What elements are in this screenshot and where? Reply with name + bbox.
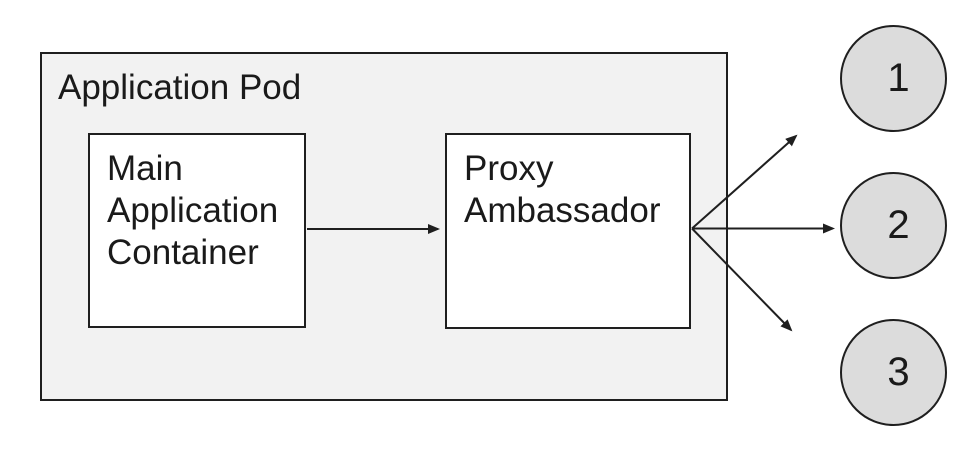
endpoint-circle-1: 1: [840, 25, 947, 132]
endpoint-circle-3: 3: [840, 319, 947, 426]
application-pod-label: Application Pod: [58, 68, 302, 107]
endpoint-1-label: 1: [887, 56, 910, 100]
endpoint-3-label: 3: [887, 350, 910, 394]
endpoint-circle-2: 2: [840, 172, 947, 279]
node-proxy-ambassador: Proxy Ambassador: [445, 133, 691, 329]
node-proxy-ambassador-label: Proxy Ambassador: [464, 149, 661, 230]
node-main-application-container-label: Main Application Container: [107, 149, 279, 272]
endpoint-2-label: 2: [887, 203, 910, 247]
node-main-application-container: Main Application Container: [88, 133, 306, 328]
